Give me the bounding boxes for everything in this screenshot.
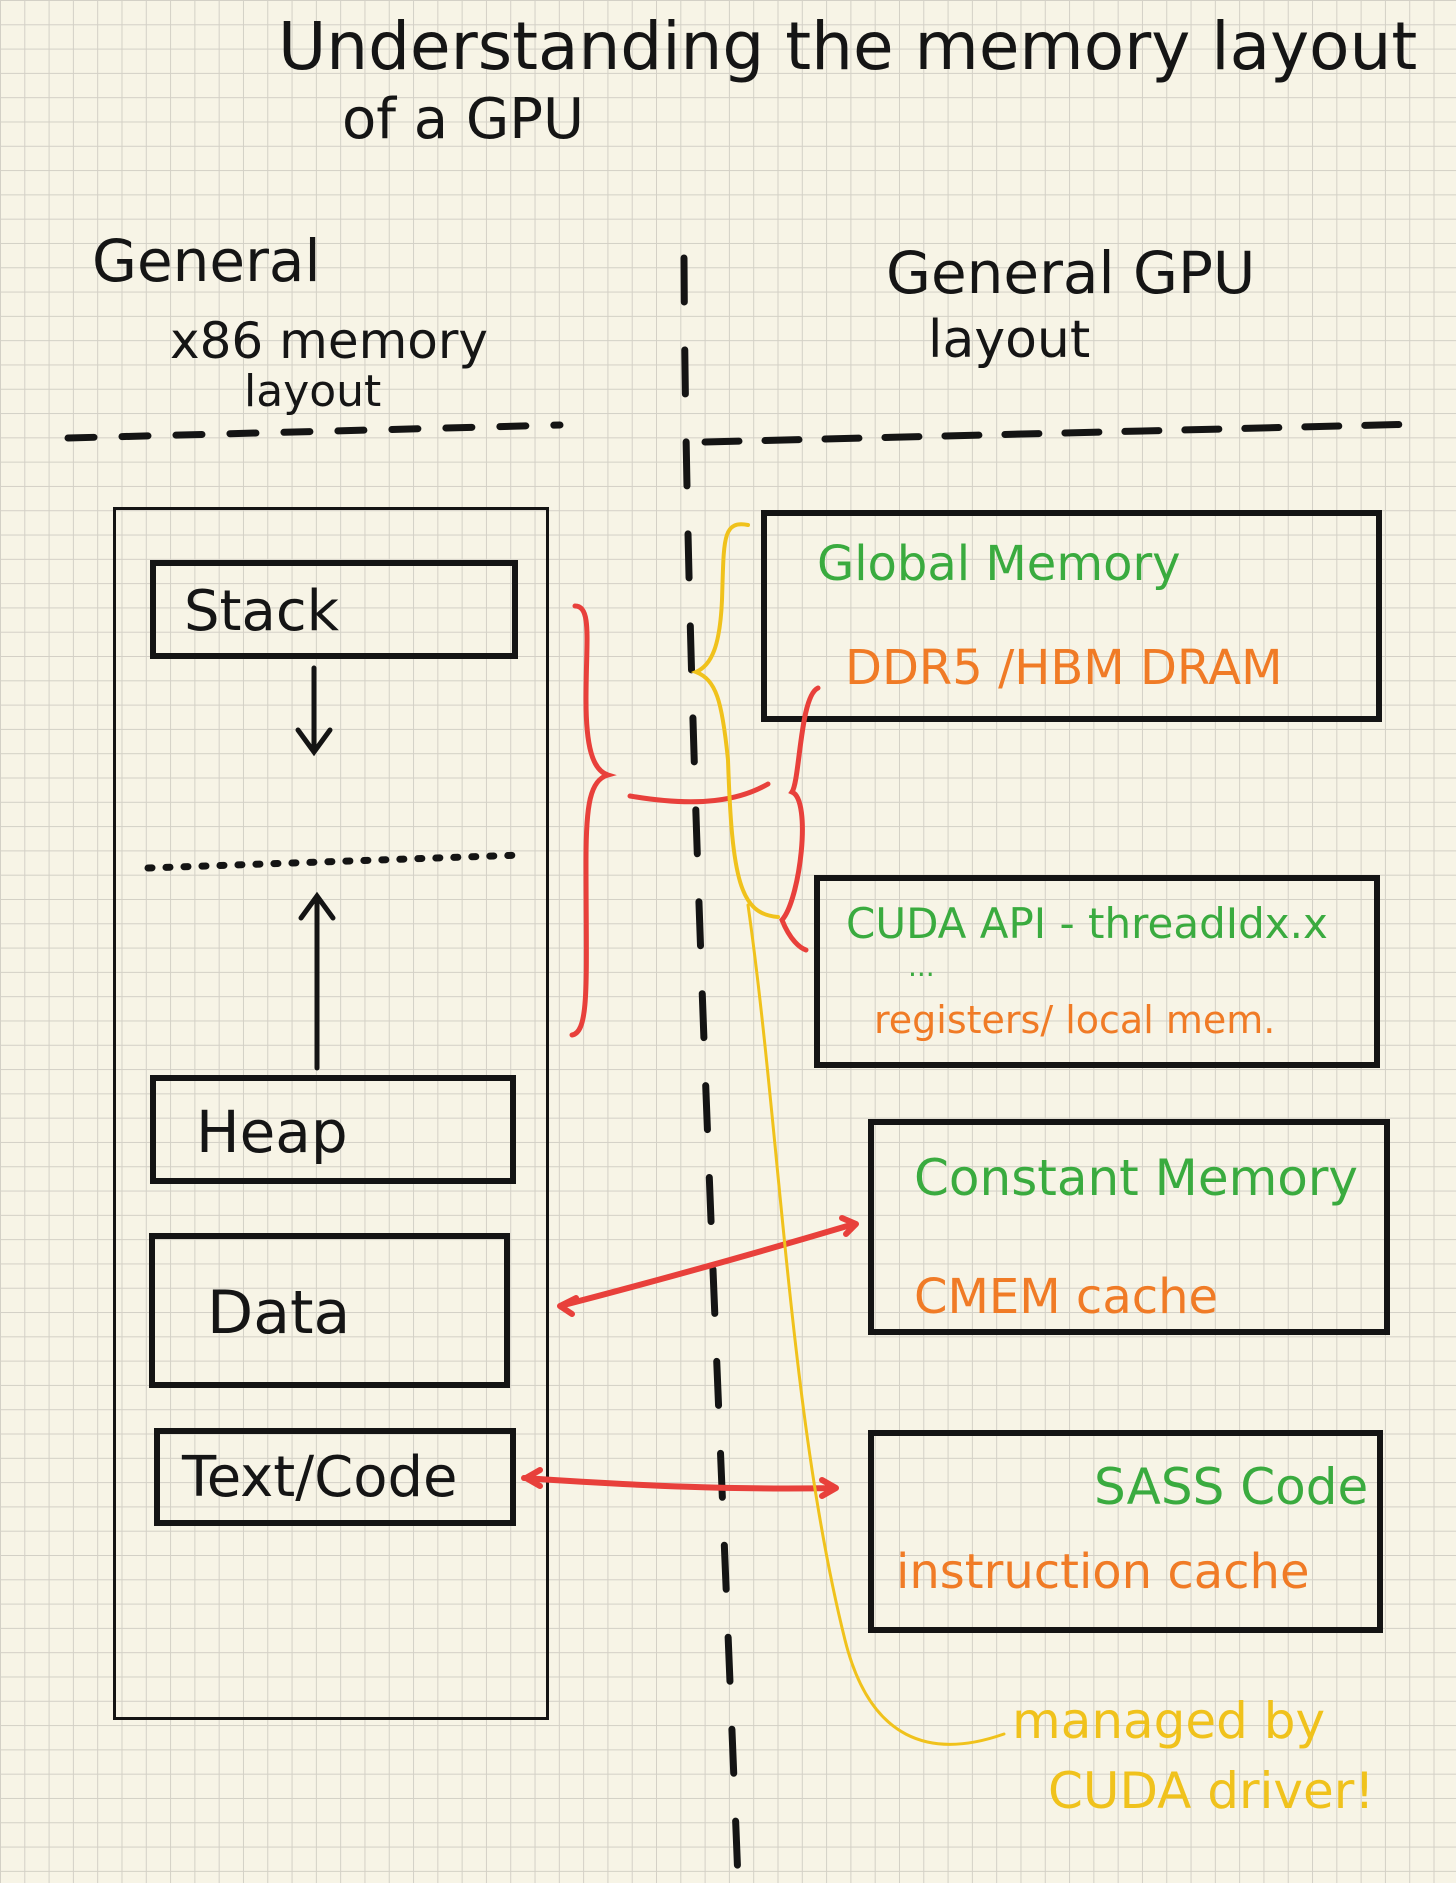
sass-code-block: SASS Code instruction cache — [868, 1430, 1383, 1633]
heap-label: Heap — [196, 1098, 348, 1166]
sass-code-cache: instruction cache — [896, 1544, 1310, 1600]
page-title-line1: Understanding the memory layout — [278, 8, 1418, 85]
text-sass-link — [521, 1467, 839, 1499]
cuda-api-label: CUDA API - threadIdx.x — [846, 899, 1328, 948]
constant-memory-block: Constant Memory CMEM cache — [868, 1119, 1390, 1335]
data-constant-link — [557, 1215, 859, 1317]
page-title-line2: of a GPU — [342, 87, 585, 152]
stack-arrow — [295, 665, 333, 757]
text-code-segment: Text/Code — [154, 1428, 516, 1526]
yellow-driver-line — [746, 903, 1006, 1746]
cuda-api-block: CUDA API - threadIdx.x ... registers/ lo… — [814, 875, 1380, 1068]
stack-heap-brace — [569, 603, 617, 1038]
cuda-api-ellipsis: ... — [908, 950, 935, 983]
stack-heap-boundary — [144, 851, 526, 872]
red-link-top — [627, 781, 771, 805]
constant-memory-cache: CMEM cache — [914, 1269, 1219, 1325]
left-dashed-divider — [64, 421, 564, 442]
yellow-brace — [690, 522, 780, 919]
x86-header-line1: General — [92, 227, 321, 295]
gpu-header-line1: General GPU — [886, 239, 1256, 307]
x86-header-line3: layout — [244, 366, 382, 417]
sass-code-label: SASS Code — [1094, 1458, 1369, 1516]
stack-label: Stack — [184, 579, 340, 644]
right-dashed-divider — [701, 420, 1424, 446]
gpu-header-line2: layout — [928, 310, 1091, 370]
column-divider — [680, 254, 742, 1883]
data-label: Data — [207, 1278, 351, 1348]
text-code-label: Text/Code — [182, 1445, 458, 1510]
driver-note-line2: CUDA driver! — [1048, 1762, 1375, 1820]
global-memory-block: Global Memory DDR5 /HBM DRAM — [761, 510, 1382, 722]
heap-segment: Heap — [150, 1075, 516, 1184]
driver-note-line1: managed by — [1012, 1692, 1326, 1750]
stack-segment: Stack — [150, 560, 518, 659]
global-memory-type: DDR5 /HBM DRAM — [845, 640, 1283, 696]
global-memory-label: Global Memory — [817, 536, 1181, 592]
cuda-api-storage: registers/ local mem. — [874, 998, 1276, 1042]
red-link-global — [779, 685, 821, 953]
x86-memory-outline — [113, 507, 549, 1720]
x86-header-line2: x86 memory — [170, 312, 489, 370]
constant-memory-label: Constant Memory — [914, 1149, 1359, 1207]
heap-arrow — [298, 891, 336, 1071]
data-segment: Data — [149, 1233, 510, 1388]
